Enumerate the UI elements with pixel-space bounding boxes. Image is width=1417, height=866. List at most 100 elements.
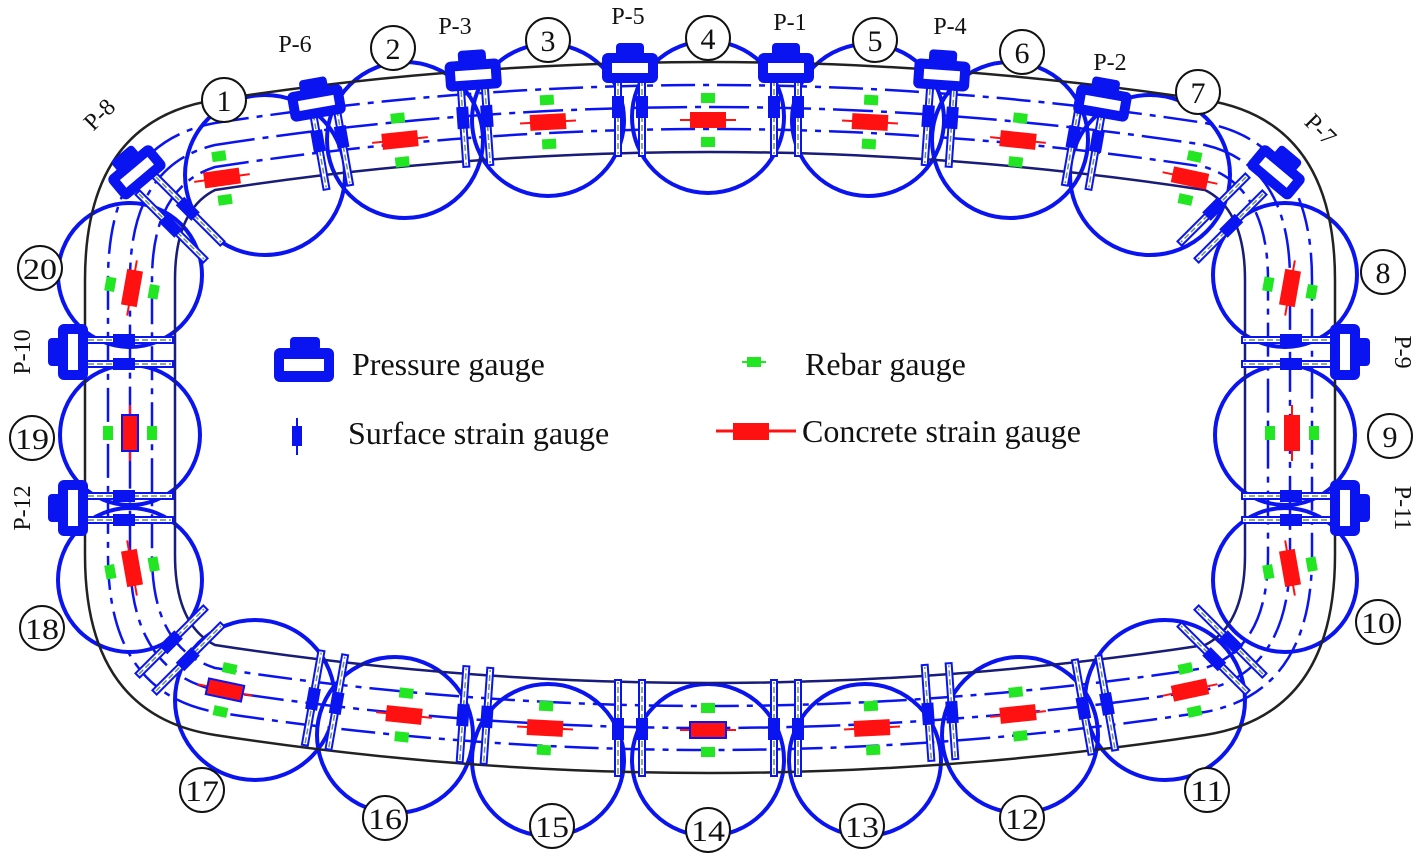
- segment-number-9: 9: [1367, 413, 1413, 459]
- segment-gauge-set: [104, 260, 160, 316]
- pressure-gauge-p-2: [1073, 76, 1132, 122]
- rebar-gauge: [394, 731, 410, 743]
- segment-gauge-set: [680, 703, 736, 757]
- rebar-gauge: [1262, 276, 1275, 292]
- pressure-gauge-label: P-6: [278, 32, 311, 58]
- lining-inner-edge: [173, 150, 1247, 685]
- segment-number-label: 10: [1361, 607, 1395, 640]
- rebar-gauge: [701, 93, 715, 103]
- segment-gauge-set: [1262, 540, 1318, 596]
- surface-strain-gauge: [792, 96, 804, 118]
- segment-joint: [134, 172, 226, 264]
- surface-strain-gauge: [456, 106, 470, 130]
- segment-joint: [455, 665, 495, 765]
- segment-number-15: 15: [529, 803, 575, 849]
- surface-strain-gauge: [1280, 358, 1302, 370]
- rebar-gauge: [104, 276, 117, 292]
- segment-number-12: 12: [999, 795, 1045, 841]
- pressure-gauge-p-10: [48, 324, 88, 380]
- rebar-gauge: [1008, 156, 1024, 168]
- pressure-gauge-p-4: [913, 49, 971, 92]
- segment-number-20: 20: [17, 245, 63, 291]
- legend: Pressure gauge Rebar gauge Surface strai…: [274, 337, 1081, 455]
- rebar-gauge: [1309, 426, 1319, 440]
- concrete-strain-gauge: [526, 719, 564, 737]
- segment-number-label: 14: [691, 815, 725, 848]
- concrete-strain-gauge: [1278, 268, 1302, 308]
- segment-number-13: 13: [839, 803, 885, 849]
- segment-number-label: 1: [217, 85, 232, 118]
- pressure-gauge-icon: [274, 337, 334, 382]
- surface-strain-gauge: [1280, 514, 1302, 526]
- segment-number-3: 3: [525, 17, 571, 63]
- embedded-gauges: [103, 93, 1319, 757]
- segment-gauge-set: [194, 150, 250, 206]
- legend-label-rebar-gauge: Rebar gauge: [805, 346, 966, 382]
- segment-gauge-set: [1265, 405, 1319, 461]
- surface-strain-gauge: [1099, 692, 1115, 716]
- lining-inner-face: [174, 151, 1246, 684]
- segment-joint: [1060, 88, 1110, 192]
- concrete-strain-gauge: [381, 130, 419, 150]
- rebar-gauge: [221, 662, 238, 675]
- segment-gauge-set: [376, 687, 432, 743]
- surface-strain-gauge: [636, 96, 648, 118]
- segment-number-label: 5: [868, 25, 883, 58]
- segment-joint: [76, 490, 174, 526]
- surface-strain-gauge: [113, 514, 135, 526]
- pressure-gauge-label: P-9: [1389, 335, 1415, 368]
- surface-strain-gauge: [1219, 213, 1244, 238]
- rebar-gauge: [1305, 284, 1318, 300]
- surface-strain-gauge: [792, 718, 804, 740]
- segment-circle: [1211, 201, 1359, 349]
- pressure-gauge-p-3: [444, 49, 502, 92]
- segment-number-label: 19: [15, 423, 49, 456]
- concrete-strain-gauge: [689, 721, 727, 739]
- surface-strain-gauge: [310, 129, 326, 153]
- segment-number-4: 4: [685, 15, 731, 61]
- rebar-gauge: [147, 426, 157, 440]
- segment-joint: [134, 604, 226, 696]
- concrete-strain-gauge: [851, 113, 889, 131]
- rebar-gauge: [863, 94, 879, 106]
- concrete-strain-gauge-icon: [716, 423, 796, 440]
- segment-gauge-set: [843, 700, 901, 756]
- segment-gauge-set: [1162, 662, 1218, 718]
- segment-gauge-set: [680, 93, 736, 147]
- rebar-gauge: [1008, 686, 1024, 698]
- segment-gauge-set: [990, 686, 1046, 742]
- segment-number-label: 17: [185, 775, 219, 808]
- segment-number-label: 15: [535, 811, 569, 844]
- surface-strain-gauge: [768, 96, 780, 118]
- surface-strain-gauge: [1075, 696, 1092, 720]
- pressure-gauge-p-8: [108, 145, 166, 200]
- rebar-gauge: [861, 138, 877, 150]
- pressure-gauge-label: P-5: [611, 4, 644, 30]
- legend-label-surface-strain-gauge: Surface strain gauge: [348, 415, 609, 451]
- rebar-gauge: [1305, 556, 1318, 572]
- rebar-gauge: [701, 703, 715, 713]
- segment-circle: [56, 506, 204, 654]
- segment-joint: [76, 334, 174, 370]
- segment-joints: [76, 59, 1339, 777]
- segment-joint: [1070, 653, 1120, 757]
- surface-strain-gauge: [333, 125, 350, 149]
- surface-strain-gauge: [1280, 490, 1302, 502]
- surface-strain-gauge-icon: [292, 418, 302, 455]
- pressure-gauge-icon: [1274, 145, 1302, 172]
- surface-strain-gauge: [175, 196, 200, 221]
- concrete-strain-gauge: [204, 677, 246, 703]
- rebar-gauge: [701, 137, 715, 147]
- surface-strain-gauge: [113, 490, 135, 502]
- segment-gauge-set: [519, 94, 577, 150]
- segment-number-17: 17: [179, 767, 225, 813]
- legend-label-concrete-strain-gauge: Concrete strain gauge: [802, 413, 1081, 449]
- concrete-strain-gauge: [1284, 415, 1300, 451]
- surface-strain-gauge: [456, 703, 470, 727]
- rebar-gauge: [217, 193, 233, 206]
- surface-strain-gauge: [158, 630, 183, 655]
- rebar-gauge: [1265, 426, 1275, 440]
- segment-gauge-set: [372, 112, 428, 168]
- rebar-gauge: [147, 556, 160, 572]
